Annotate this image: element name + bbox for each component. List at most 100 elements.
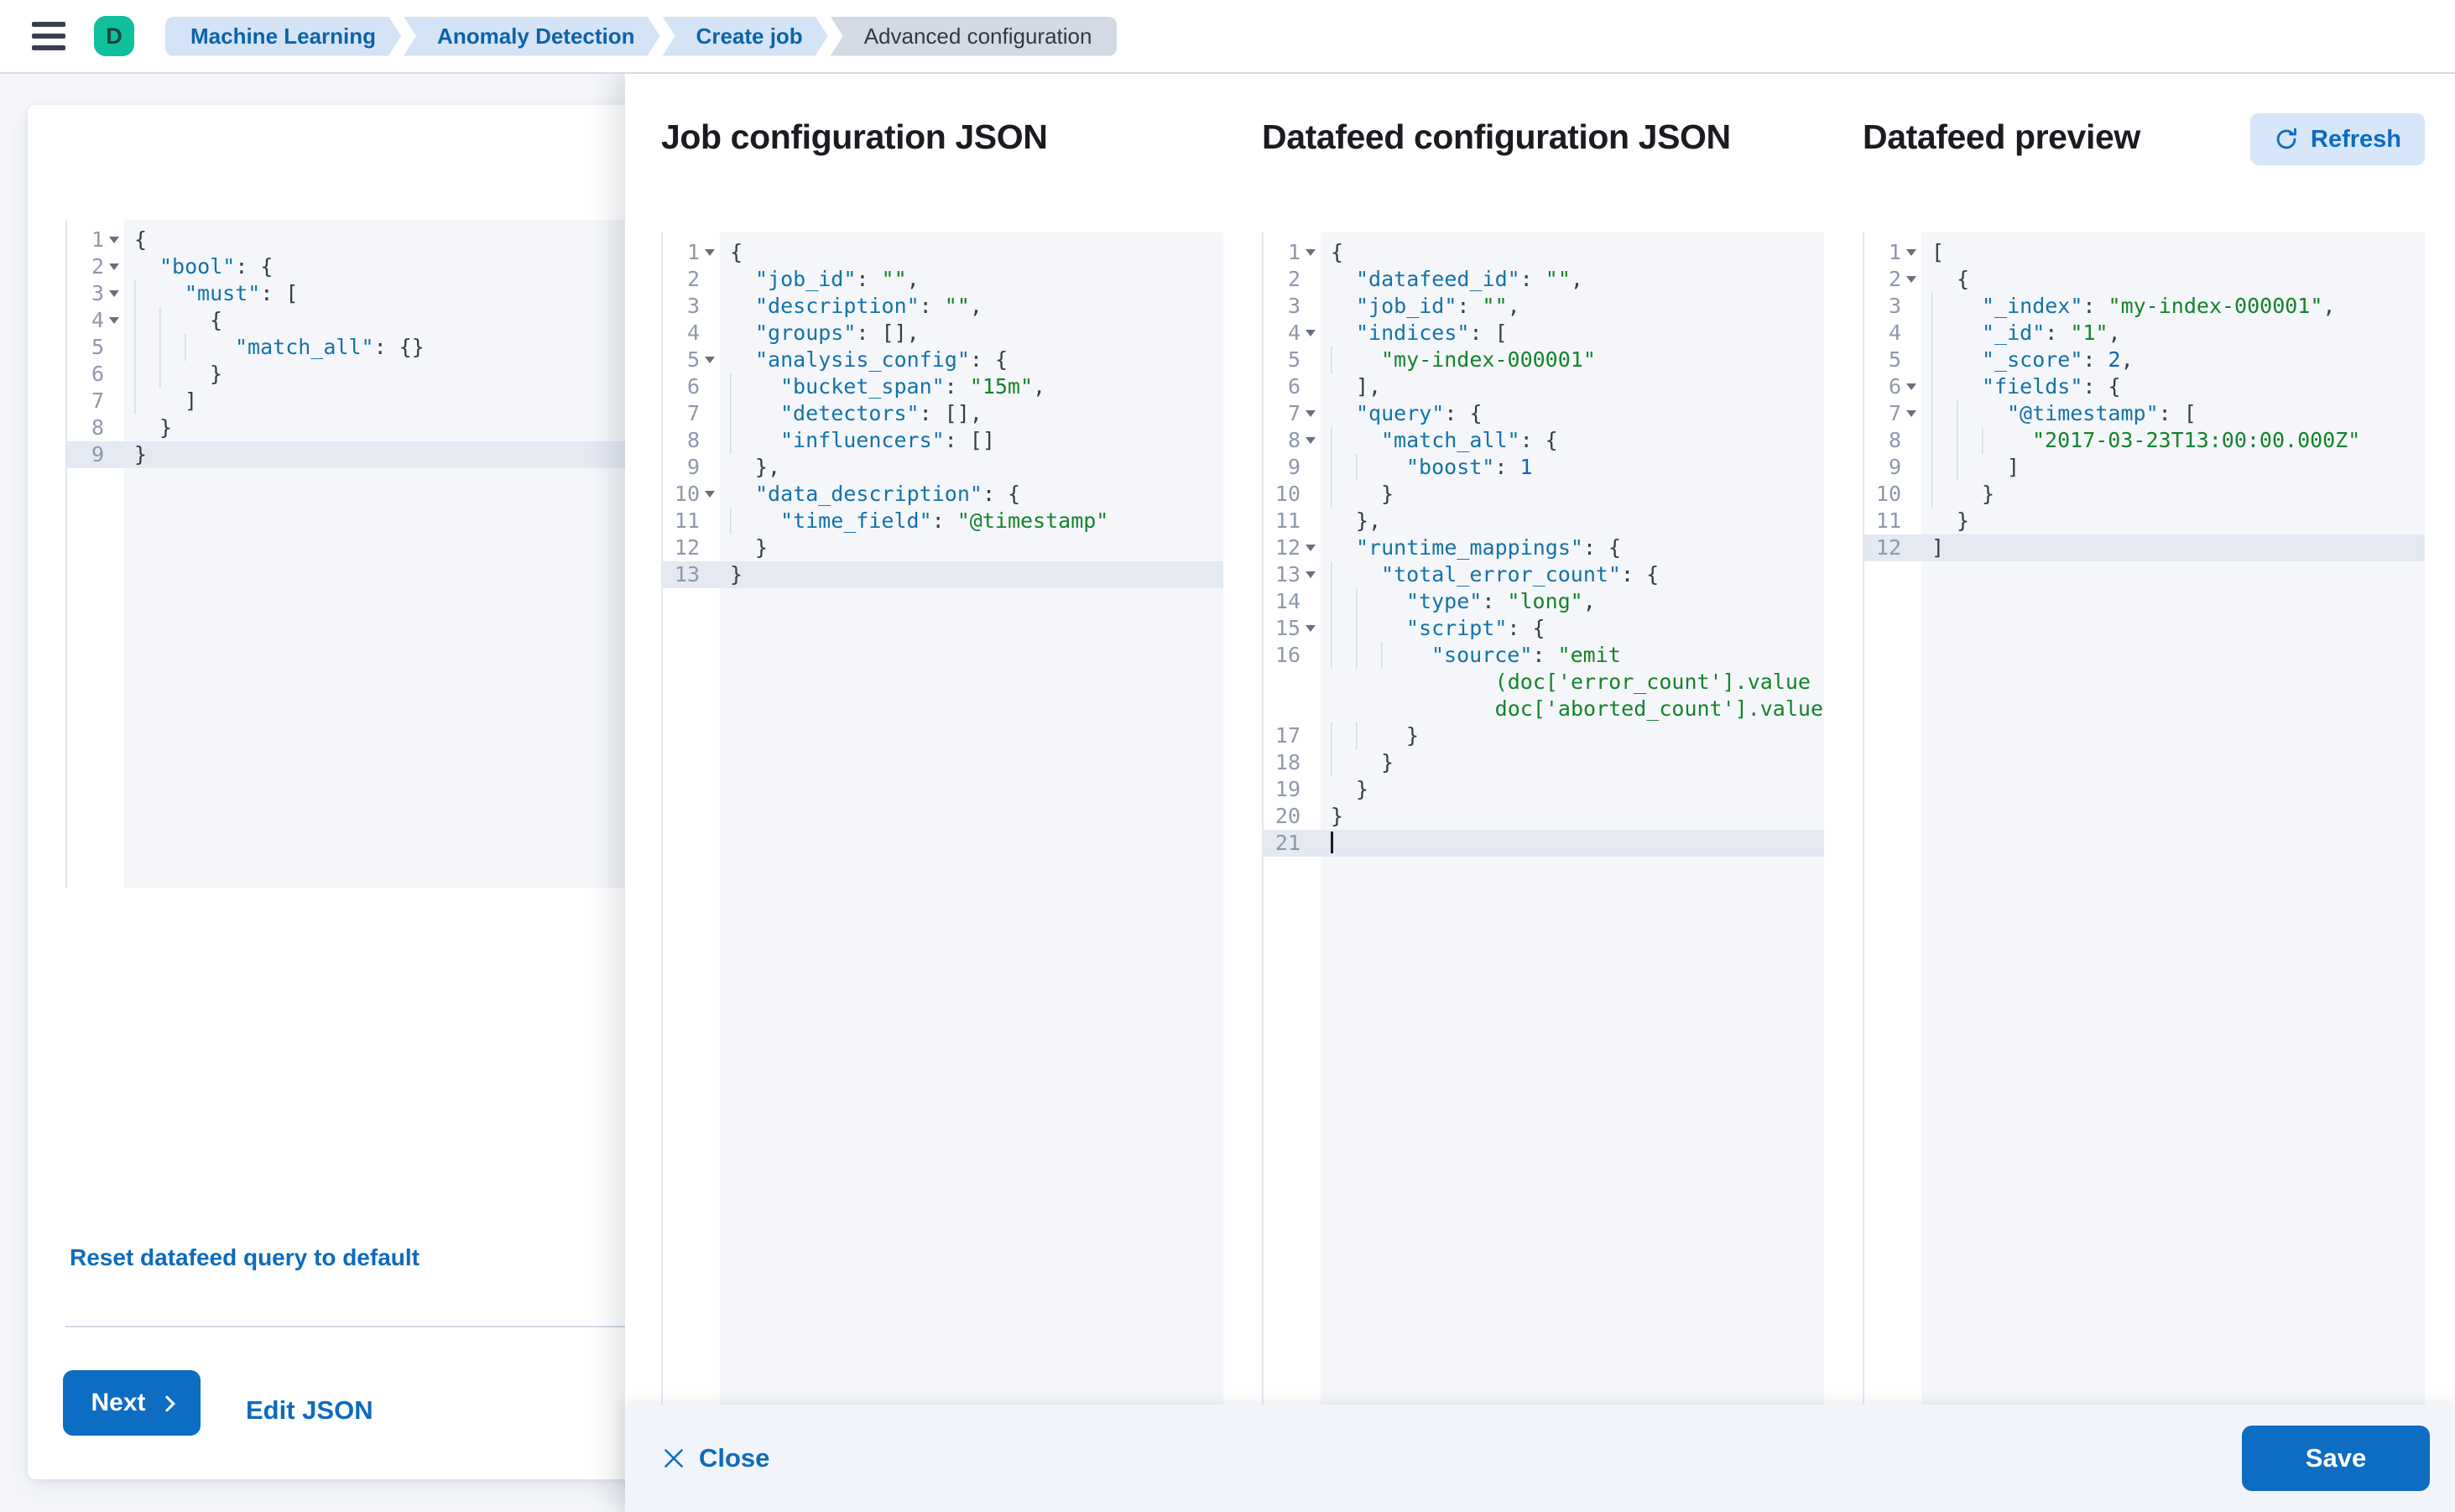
line-number: 20 (1274, 804, 1300, 828)
code-line: 3 "_index": "my-index-000001", (1864, 293, 2425, 320)
save-button[interactable]: Save (2242, 1426, 2430, 1491)
job-configuration-editor[interactable]: 1{2"job_id": "",3"description": "",4"gro… (661, 232, 1223, 1405)
line-number: 2 (1287, 267, 1300, 291)
code-text: "_index": "my-index-000001", (1921, 293, 2335, 320)
code-text: } (1921, 481, 1994, 508)
code-text: "_id": "1", (1921, 320, 2121, 347)
gutter: 10 (663, 481, 720, 508)
line-number: 9 (686, 455, 700, 479)
gutter: 7 (1264, 400, 1321, 427)
code-text: [ (1931, 240, 1945, 264)
code-lines: 1[2{3"_index": "my-index-000001",4"_id":… (1864, 232, 2425, 561)
fold-caret-icon[interactable] (1300, 545, 1321, 551)
line-number: 6 (1888, 374, 1901, 399)
line-number: 2 (91, 254, 104, 279)
fold-caret-icon[interactable] (104, 237, 124, 243)
gutter: 17 (1264, 722, 1321, 749)
line-number: 12 (1875, 535, 1901, 560)
fold-caret-icon[interactable] (104, 263, 124, 270)
code-text: } (1356, 777, 1369, 801)
gutter: 3 (1864, 293, 1921, 320)
code-line: 4"groups": [], (663, 320, 1223, 347)
line-number: 6 (686, 374, 700, 399)
gutter: 1 (67, 227, 124, 253)
breadcrumb-anomaly-detection[interactable]: Anomaly Detection (404, 17, 660, 56)
refresh-button[interactable]: Refresh (2250, 113, 2425, 165)
line-number: 19 (1274, 777, 1300, 801)
code-line: 17} (1264, 722, 1824, 749)
line-number: 1 (91, 227, 104, 252)
line-number: 5 (686, 347, 700, 372)
line-number: 6 (91, 362, 104, 386)
code-lines: 1{2"datafeed_id": "",3"job_id": "",4"ind… (1264, 232, 1824, 857)
code-text: "bucket_span": "15m", (720, 373, 1045, 400)
breadcrumb-machine-learning[interactable]: Machine Learning (165, 17, 401, 56)
breadcrumb-create-job[interactable]: Create job (663, 17, 828, 56)
gutter: 6 (1864, 373, 1921, 400)
fold-caret-icon[interactable] (700, 249, 720, 256)
gutter: 4 (1264, 320, 1321, 347)
avatar[interactable]: D (94, 16, 134, 56)
code-text: }, (1356, 508, 1382, 533)
datafeed-preview-editor[interactable]: 1[2{3"_index": "my-index-000001",4"_id":… (1863, 232, 2425, 1405)
code-text: } (755, 535, 769, 560)
datafeed-configuration-editor[interactable]: 1{2"datafeed_id": "",3"job_id": "",4"ind… (1262, 232, 1824, 1405)
gutter: 20 (1264, 803, 1321, 830)
fold-caret-icon[interactable] (1300, 437, 1321, 444)
code-line: 6} (67, 361, 667, 388)
fold-caret-icon[interactable] (1901, 276, 1921, 283)
gutter: 12 (1264, 534, 1321, 561)
code-line: 10} (1864, 481, 2425, 508)
code-line: 2"job_id": "", (663, 266, 1223, 293)
code-line: 9"boost": 1 (1264, 454, 1824, 481)
fold-caret-icon[interactable] (700, 491, 720, 498)
fold-caret-icon[interactable] (1300, 625, 1321, 632)
line-number: 4 (91, 308, 104, 332)
fold-caret-icon[interactable] (1300, 249, 1321, 256)
line-number: 11 (1875, 508, 1901, 533)
fold-caret-icon[interactable] (700, 357, 720, 363)
reset-datafeed-query-link[interactable]: Reset datafeed query to default (70, 1244, 420, 1270)
code-text: doc['aborted_count'].value)" (1494, 696, 1824, 721)
code-text (1321, 830, 1333, 857)
code-text: "description": "", (755, 294, 983, 318)
code-text: "datafeed_id": "", (1356, 267, 1583, 291)
fold-caret-icon[interactable] (104, 290, 124, 297)
code-text: "indices": [ (1356, 321, 1508, 345)
code-line: 12"runtime_mappings": { (1264, 534, 1824, 561)
gutter: 12 (663, 534, 720, 561)
gutter: 9 (663, 454, 720, 481)
code-line: 11} (1864, 508, 2425, 534)
gutter: 2 (663, 266, 720, 293)
line-number: 11 (1274, 508, 1300, 533)
menu-hamburger-icon[interactable] (32, 22, 65, 50)
gutter: 4 (663, 320, 720, 347)
code-text: "job_id": "", (1356, 294, 1520, 318)
code-text: ] (124, 388, 197, 414)
next-button[interactable]: Next (63, 1370, 201, 1436)
line-number: 3 (1888, 294, 1901, 318)
gutter: 1 (1864, 239, 1921, 266)
gutter: 9 (1864, 454, 1921, 481)
code-text: "time_field": "@timestamp" (720, 508, 1108, 534)
fold-caret-icon[interactable] (1901, 410, 1921, 417)
gutter: 11 (1264, 508, 1321, 534)
fold-caret-icon[interactable] (104, 317, 124, 324)
code-line: 20} (1264, 803, 1824, 830)
code-line: 1{ (663, 239, 1223, 266)
fold-caret-icon[interactable] (1901, 249, 1921, 256)
code-text: } (1957, 508, 1970, 533)
edit-json-button[interactable]: Edit JSON (237, 1387, 382, 1434)
close-button[interactable]: Close (662, 1443, 769, 1473)
code-text: "source": "emit (1321, 642, 1621, 669)
code-line: 3"must": [ (67, 280, 667, 307)
fold-caret-icon[interactable] (1300, 330, 1321, 336)
code-line: 7"detectors": [], (663, 400, 1223, 427)
fold-caret-icon[interactable] (1300, 571, 1321, 578)
fold-caret-icon[interactable] (1901, 383, 1921, 390)
line-number: 13 (674, 562, 700, 587)
flyout-footer: Close Save (625, 1405, 2455, 1512)
elasticsearch-query-editor[interactable]: 1{2"bool": {3"must": [4{5"match_all": {}… (65, 220, 667, 888)
code-line: doc['aborted_count'].value)" (1264, 696, 1824, 722)
fold-caret-icon[interactable] (1300, 410, 1321, 417)
